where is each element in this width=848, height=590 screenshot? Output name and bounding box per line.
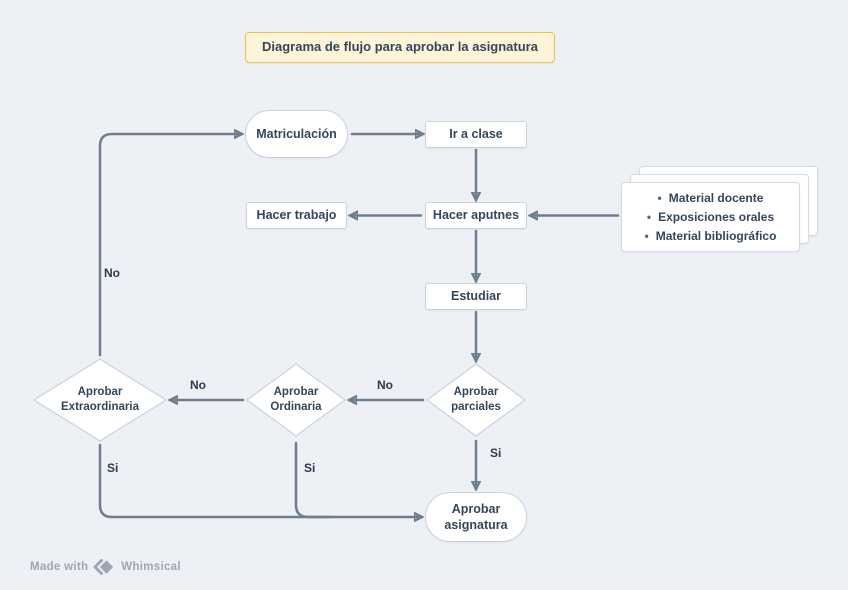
bullet-glyph: •: [646, 209, 652, 224]
materials-item-text: Material bibliográfico: [655, 228, 777, 243]
materials-card: • Material docente • Exposiciones orales •…: [621, 182, 800, 252]
bullet-glyph: •: [644, 228, 649, 243]
node-matriculacion-label: Matriculación: [256, 126, 337, 141]
materials-item-text: Material docente: [668, 190, 764, 205]
node-matriculacion[interactable]: Matriculación: [245, 110, 348, 158]
whimsical-brand-text: Whimsical: [121, 561, 181, 573]
diagram-title: Diagrama de flujo para aprobar la asigna…: [262, 39, 538, 55]
diagram-title-box[interactable]: Diagrama de flujo para aprobar la asigna…: [245, 32, 555, 63]
diamond-shape: [246, 363, 346, 437]
edge-label-no-extraordinaria: No: [104, 266, 120, 280]
materials-item: • Material docente: [645, 189, 777, 208]
materials-item: • Exposiciones orales: [645, 208, 777, 227]
diamond-shape: [33, 358, 167, 442]
node-aprobar-parciales[interactable]: Aprobar parciales: [426, 363, 526, 437]
edge-label-no-ordinaria: No: [190, 378, 206, 392]
node-aprobar-ordinaria-label: Aprobar Ordinaria: [270, 386, 322, 413]
materials-list: • Material docente • Exposiciones orales •…: [645, 189, 777, 246]
materials-item: • Material bibliográfico: [645, 227, 777, 246]
node-hacer-aputnes-label: Hacer aputnes: [432, 208, 520, 223]
node-aprobar-asignatura-label: Aprobar asignatura: [444, 501, 508, 532]
made-with-text: Made with: [30, 561, 89, 573]
edge-ordinaria-si-merge: [294, 441, 334, 519]
materials-item-text: Exposiciones orales: [658, 209, 775, 224]
node-hacer-trabajo[interactable]: Hacer trabajo: [246, 202, 347, 229]
made-with-whimsical-link[interactable]: Made with Whimsical: [30, 558, 181, 576]
diamond-shape: [426, 363, 526, 437]
whimsical-logo-icon: [93, 558, 116, 576]
materials-card-stack[interactable]: • Material docente • Exposiciones orales •…: [621, 166, 819, 252]
node-aprobar-parciales-label: Aprobar parciales: [451, 386, 501, 413]
node-aprobar-ordinaria[interactable]: Aprobar Ordinaria: [246, 363, 346, 437]
bullet-glyph: •: [657, 190, 662, 205]
node-aprobar-extraordinaria[interactable]: Aprobar Extraordinaria: [33, 358, 167, 442]
node-hacer-trabajo-label: Hacer trabajo: [256, 208, 337, 223]
node-estudiar[interactable]: Estudiar: [425, 283, 527, 310]
node-hacer-aputnes[interactable]: Hacer aputnes: [425, 202, 527, 229]
node-ir-a-clase-label: Ir a clase: [449, 127, 503, 142]
node-aprobar-asignatura[interactable]: Aprobar asignatura: [425, 492, 527, 542]
node-aprobar-extraordinaria-label: Aprobar Extraordinaria: [61, 386, 139, 413]
edge-label-si-parciales: Si: [490, 446, 502, 460]
edge-extraordinaria-to-matriculacion-no: [98, 134, 242, 357]
edge-label-si-extraordinaria: Si: [107, 461, 119, 475]
edge-label-no-parciales: No: [377, 378, 393, 392]
edge-label-si-ordinaria: Si: [304, 461, 316, 475]
node-estudiar-label: Estudiar: [450, 289, 501, 304]
node-ir-a-clase[interactable]: Ir a clase: [425, 121, 527, 148]
edge-extraordinaria-si-to-asignatura: [98, 443, 422, 517]
